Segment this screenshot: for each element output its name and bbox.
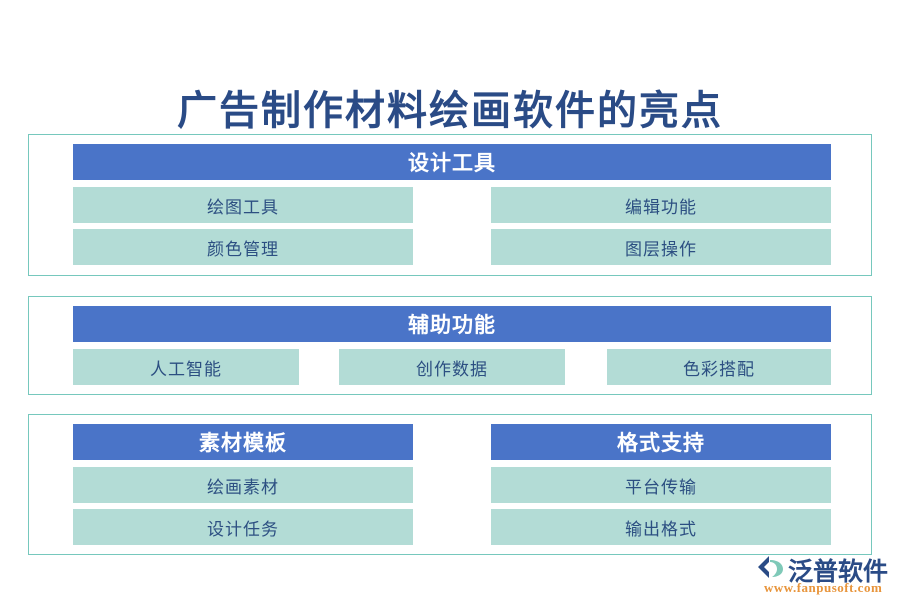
section-card-design-tools: 设计工具 绘图工具 编辑功能 颜色管理 图层操作 xyxy=(28,134,872,276)
section-card-auxiliary-functions: 辅助功能 人工智能 创作数据 色彩搭配 xyxy=(28,296,872,395)
section-header-auxiliary-functions: 辅助功能 xyxy=(73,306,831,342)
item-box[interactable]: 颜色管理 xyxy=(73,229,413,265)
item-box[interactable]: 平台传输 xyxy=(491,467,831,503)
item-box[interactable]: 图层操作 xyxy=(491,229,831,265)
brand-name: 泛普软件 xyxy=(788,559,889,586)
item-box[interactable]: 创作数据 xyxy=(339,349,565,385)
item-box[interactable]: 输出格式 xyxy=(491,509,831,545)
item-box[interactable]: 绘画素材 xyxy=(73,467,413,503)
section-card-assets-and-formats: 素材模板 格式支持 绘画素材 设计任务 平台传输 输出格式 xyxy=(28,414,872,555)
page-title: 广告制作材料绘画软件的亮点 xyxy=(177,88,723,133)
section-header-asset-templates: 素材模板 xyxy=(73,424,413,460)
fanpu-logo-mark-icon xyxy=(756,554,786,580)
section-header-design-tools: 设计工具 xyxy=(73,144,831,180)
item-box[interactable]: 编辑功能 xyxy=(491,187,831,223)
item-box[interactable]: 色彩搭配 xyxy=(607,349,831,385)
brand-logo: 泛普软件 www.fanpusoft.com xyxy=(756,552,890,596)
section-header-format-support: 格式支持 xyxy=(491,424,831,460)
item-box[interactable]: 绘图工具 xyxy=(73,187,413,223)
brand-url: www.fanpusoft.com xyxy=(764,580,883,595)
item-box[interactable]: 人工智能 xyxy=(73,349,299,385)
item-box[interactable]: 设计任务 xyxy=(73,509,413,545)
